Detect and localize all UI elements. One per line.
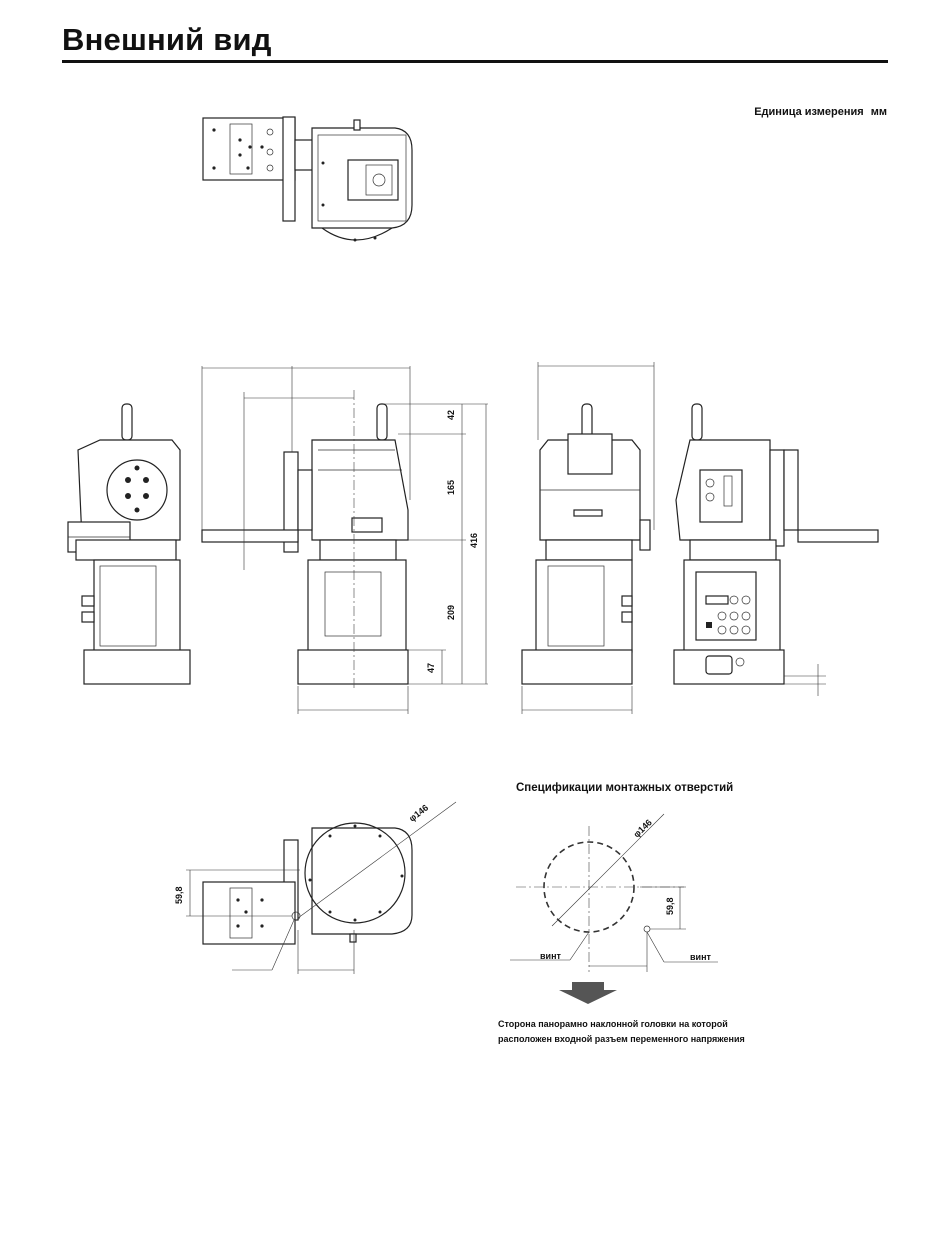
dim-416: 416: [469, 533, 479, 548]
top-view-bracket-plate: [203, 118, 295, 180]
bottom-view-bracket: [203, 882, 295, 944]
mounting-note: Сторона панорамно наклонной головки на к…: [498, 1017, 745, 1047]
bottom-view: [186, 802, 456, 974]
front-view-base: [308, 560, 406, 652]
mount-dim-59-8: 59,8: [665, 897, 675, 915]
dim-42: 42: [446, 410, 456, 420]
top-view-arm: [283, 117, 295, 221]
screw-hole: [644, 926, 650, 932]
left-side-view: [68, 404, 190, 684]
screw-label-left: винт: [540, 951, 562, 961]
screw-label-right: винт: [690, 952, 712, 962]
left-view-base: [94, 560, 180, 652]
top-view: [203, 117, 412, 242]
bottom-dim-146: φ146: [407, 802, 430, 823]
mounting-note-line1: Сторона панорамно наклонной головки на к…: [498, 1017, 745, 1032]
ac-input-socket: [706, 656, 732, 674]
rear-view: [522, 362, 654, 714]
mounting-spec-title: Спецификации монтажных отверстий: [516, 782, 733, 794]
arrow-down-icon: [559, 982, 617, 1004]
mounting-hole-diagram: [510, 814, 718, 1004]
bottom-dim-59-8: 59,8: [174, 886, 184, 904]
right-side-view: [674, 404, 878, 696]
mounting-note-line2: расположен входной разъем переменного на…: [498, 1032, 745, 1047]
dim-209: 209: [446, 605, 456, 620]
rear-view-base: [536, 560, 632, 652]
bottom-view-body: [312, 828, 412, 934]
dim-47: 47: [426, 663, 436, 673]
dim-165: 165: [446, 480, 456, 495]
mount-dim-146: φ146: [631, 817, 653, 839]
